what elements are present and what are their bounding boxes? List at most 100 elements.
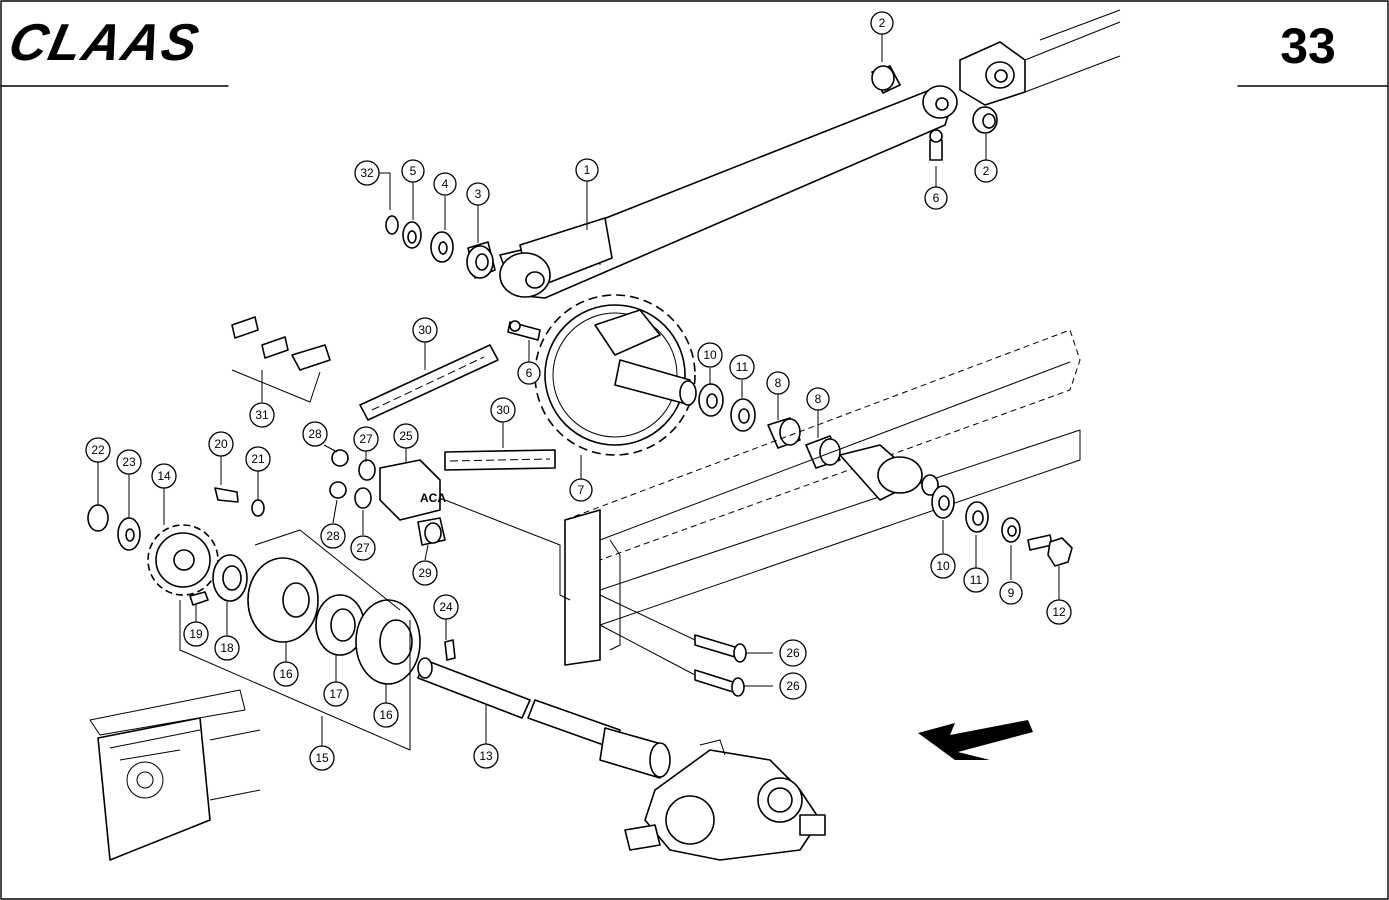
svg-text:6: 6: [526, 366, 533, 380]
svg-text:26: 26: [786, 679, 800, 693]
svg-text:17: 17: [329, 687, 343, 701]
callout-23: 23: [116, 449, 142, 475]
callout-12: 12: [1046, 599, 1072, 625]
callout-25: 25: [393, 423, 419, 449]
circlip-32: [385, 215, 399, 235]
shaft-spacers: [698, 383, 841, 469]
callout-27-lower: 27: [350, 535, 376, 561]
callout-5: 5: [401, 159, 425, 183]
svg-text:2: 2: [983, 164, 990, 178]
callout-17: 17: [323, 681, 349, 707]
svg-text:20: 20: [214, 437, 228, 451]
callout-20: 20: [208, 431, 234, 457]
callout-2-right: 2: [974, 159, 998, 183]
arm-small-parts: [385, 215, 496, 279]
lower-left-frame: [89, 689, 261, 861]
callout-31: 31: [249, 402, 275, 428]
svg-text:31: 31: [255, 408, 269, 422]
svg-text:19: 19: [189, 627, 203, 641]
left-drive-group: [87, 487, 421, 751]
shaft-coupling: [599, 727, 666, 779]
callout-27-upper: 27: [353, 426, 379, 452]
svg-text:22: 22: [91, 443, 105, 457]
callout-2-top: 2: [870, 11, 894, 35]
svg-text:25: 25: [399, 429, 413, 443]
direction-arrow-icon: [918, 720, 1033, 760]
svg-text:27: 27: [356, 541, 370, 555]
callout-28-upper: 28: [302, 421, 328, 447]
callout-21: 21: [245, 446, 271, 472]
grease-nipple-top: [929, 129, 943, 161]
svg-text:32: 32: [360, 166, 374, 180]
arm-assembly: [499, 9, 1121, 299]
shaft-13-front: [417, 659, 531, 719]
callout-22: 22: [85, 437, 111, 463]
svg-text:18: 18: [220, 641, 234, 655]
svg-text:12: 12: [1052, 605, 1066, 619]
callout-30-lower: 30: [490, 397, 516, 423]
callout-26-upper: 26: [779, 639, 807, 667]
grease-nipple-mid: [507, 320, 541, 341]
callout-10-lower: 10: [930, 553, 956, 579]
svg-text:14: 14: [157, 469, 171, 483]
callout-30-upper: 30: [412, 317, 438, 343]
svg-text:16: 16: [279, 667, 293, 681]
callout-18: 18: [214, 635, 240, 661]
leader-lines: [97, 34, 1060, 746]
callout-16-right: 16: [373, 702, 399, 728]
callout-6-top: 6: [924, 186, 948, 210]
svg-text:1: 1: [584, 163, 591, 177]
svg-text:4: 4: [442, 177, 449, 191]
svg-text:8: 8: [775, 376, 782, 390]
svg-text:5: 5: [410, 164, 417, 178]
svg-text:23: 23: [122, 455, 136, 469]
svg-text:9: 9: [1008, 586, 1015, 600]
bolt-12-head: [1047, 537, 1073, 567]
right-fasteners: [931, 485, 1073, 567]
svg-text:16: 16: [379, 708, 393, 722]
drive-shaft: [417, 639, 671, 779]
callout-11-lower: 11: [963, 567, 989, 593]
key-24: [444, 639, 456, 661]
svg-text:11: 11: [736, 360, 749, 374]
callout-32: 32: [354, 160, 380, 186]
callout-3: 3: [466, 182, 490, 206]
svg-text:30: 30: [418, 323, 432, 337]
callout-13: 13: [473, 743, 499, 769]
callout-28-lower: 28: [320, 523, 346, 549]
bolt-20: [214, 487, 239, 503]
callout-9: 9: [999, 581, 1023, 605]
callout-8-right: 8: [806, 387, 830, 411]
tensioner-block-25: [379, 459, 441, 521]
svg-text:15: 15: [315, 751, 329, 765]
sprocket-hub: [594, 309, 661, 356]
svg-text:8: 8: [815, 392, 822, 406]
callout-24: 24: [433, 594, 459, 620]
callout-10-upper: 10: [697, 342, 723, 368]
svg-text:26: 26: [786, 646, 800, 660]
callout-4: 4: [433, 172, 457, 196]
callout-26-lower: 26: [779, 672, 807, 700]
bolts-26: [694, 634, 747, 697]
svg-text:6: 6: [933, 191, 940, 205]
frame-plate: [564, 509, 601, 666]
svg-text:10: 10: [703, 348, 717, 362]
main-frame-beam: [564, 329, 1081, 666]
callout-8-left: 8: [766, 371, 790, 395]
connecting-link: [231, 316, 331, 403]
svg-text:30: 30: [496, 403, 510, 417]
circlip-22: [87, 504, 109, 532]
svg-text:28: 28: [326, 529, 340, 543]
large-sprocket: [534, 294, 697, 456]
callout-6-mid: 6: [517, 361, 541, 385]
svg-text:7: 7: [578, 483, 585, 497]
tensioner-parts: [329, 449, 571, 601]
callout-29: 29: [412, 560, 438, 586]
roller-chains: [359, 344, 556, 471]
cover-marking: ACA: [420, 491, 446, 505]
callout-11-upper: 11: [729, 354, 755, 380]
svg-text:27: 27: [359, 432, 373, 446]
callout-15: 15: [309, 745, 335, 771]
